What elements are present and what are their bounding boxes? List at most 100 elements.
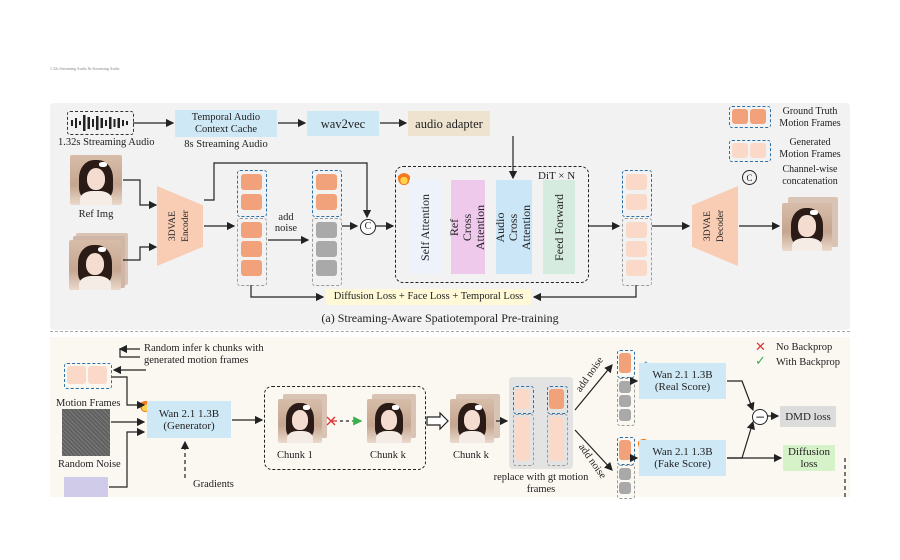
dmd-loss-box: DMD loss: [780, 406, 836, 427]
gt-frame: [316, 194, 337, 210]
output-frames: [622, 218, 652, 286]
fake-noisy-frame: [619, 468, 631, 480]
add-noise-label: add noise: [274, 212, 298, 234]
generated-frame: [626, 194, 647, 210]
noisy-frame: [316, 260, 337, 276]
dit-label: DiT × N: [538, 170, 576, 182]
no-backprop-icon: ✕: [755, 340, 766, 355]
legend-concat-label: Channel-wise concatenation: [782, 164, 838, 187]
real-score-motion-col: [617, 350, 635, 378]
chunkk-frames: [367, 399, 411, 443]
gt-frame: [241, 174, 262, 190]
random-noise-label: Random Noise: [58, 459, 121, 470]
replace-right-col: [547, 386, 568, 414]
with-backprop-icon: ✓: [755, 354, 766, 369]
generated-frame: [626, 222, 647, 238]
random-noise-image: [62, 409, 110, 456]
real-noisy-frame: [619, 381, 631, 393]
latent-frames-col1: [237, 218, 267, 286]
temporal-audio-cache-box: Temporal Audio Context Cache: [175, 110, 277, 137]
generator-fire-icon: [140, 398, 151, 412]
panel-a-caption: (a) Streaming-Aware Spatiotemporal Pre-t…: [321, 311, 559, 325]
generator-box: Wan 2.1 1.3B (Generator): [147, 401, 231, 438]
chunk1-label: Chunk 1: [277, 450, 313, 461]
no-backprop-label: No Backprop: [776, 342, 833, 353]
wav2vec-box: wav2vec: [307, 111, 379, 136]
legend-gen-cell: [750, 143, 766, 158]
streaming-audio-label: 1.32s Streaming Audio: [58, 137, 155, 148]
legend-gen-swatch: [729, 140, 771, 162]
replace-gen-frame: [549, 417, 564, 461]
generated-frame: [626, 260, 647, 276]
fire-icon: [398, 170, 410, 185]
diffusion-loss-box: Diffusion loss: [783, 445, 835, 471]
dit-block-container: [395, 166, 589, 283]
real-gt-frame: [619, 353, 631, 373]
generated-frame: [626, 241, 647, 257]
minus-symbol: −: [752, 409, 768, 425]
self-attention-block: Self Attention: [409, 180, 441, 274]
cache-sub-label: 8s Streaming Audio: [184, 139, 268, 150]
top-strip-text: 1.32s Streaming Audio 8s Streaming Audio: [50, 66, 120, 71]
motion-frames-box: [64, 363, 112, 389]
random-infer-label: Random infer k chunks with generated mot…: [144, 343, 264, 366]
fake-gt-frame: [619, 440, 631, 460]
output-video-frames: [782, 203, 832, 251]
audio-input-box: [64, 477, 108, 497]
replace-left-lower: [513, 414, 534, 466]
latent-frame: [241, 260, 262, 276]
legend-gt-cell: [732, 109, 748, 124]
legend-gt-swatch: [729, 106, 771, 128]
legend-gen-label: Generated Motion Frames: [779, 137, 841, 160]
noisy-frame: [316, 222, 337, 238]
chunk1-frames: [278, 399, 322, 443]
legend-gt-label: Ground Truth Motion Frames: [779, 106, 841, 129]
real-noisy-frame: [619, 409, 631, 421]
ref-image: [70, 155, 122, 205]
fake-score-box: Wan 2.1 1.3B (Fake Score): [639, 440, 726, 476]
chunkk-label: Chunk k: [370, 450, 406, 461]
panel-divider: [50, 331, 850, 332]
gradients-label: Gradients: [193, 479, 234, 490]
gt-motion-frames-col1: [237, 170, 267, 217]
replace-right-lower: [547, 414, 568, 466]
replace-left-col: [513, 386, 534, 414]
chunkk2-label: Chunk k: [453, 450, 489, 461]
fake-score-noisy-col: [617, 465, 635, 499]
replace-gt-frame: [549, 389, 564, 409]
chunkk2-frames: [450, 399, 494, 443]
concat-symbol: C: [360, 219, 376, 235]
generated-frame: [626, 174, 647, 190]
training-video-frames: [69, 240, 121, 290]
gt-motion-frames-col2: [312, 170, 342, 217]
legend-gen-cell: [732, 143, 748, 158]
replace-gen-frame: [515, 417, 530, 461]
loss-box: Diffusion Loss + Face Loss + Temporal Lo…: [326, 289, 531, 305]
latent-frame: [241, 241, 262, 257]
waveform-icon: [67, 111, 134, 135]
motion-frame: [88, 366, 107, 384]
feed-forward-block: Feed Forward: [543, 180, 575, 274]
audio-cross-attention-block: Audio Cross Attention: [494, 180, 534, 274]
replace-gen-frame: [515, 389, 530, 409]
latent-frame: [241, 222, 262, 238]
with-backprop-label: With Backprop: [776, 357, 841, 368]
legend-gt-cell: [750, 109, 766, 124]
motion-frames-label: Motion Frames: [56, 398, 121, 409]
gt-frame: [241, 194, 262, 210]
real-noisy-frame: [619, 395, 631, 407]
replace-label: replace with gt motion frames: [493, 472, 589, 495]
chunks-container: [264, 386, 426, 470]
real-score-noisy-col: [617, 378, 635, 426]
output-motion-frames: [622, 170, 652, 217]
noisy-frames-col2: [312, 218, 342, 286]
legend-concat-symbol: C: [742, 170, 757, 185]
noisy-frame: [316, 241, 337, 257]
fake-score-motion-col: [617, 437, 635, 465]
motion-frame: [67, 366, 86, 384]
ref-img-label: Ref Img: [78, 209, 114, 220]
real-score-box: Wan 2.1 1.3B (Real Score): [639, 363, 726, 399]
audio-adapter-box: audio adapter: [408, 111, 490, 136]
